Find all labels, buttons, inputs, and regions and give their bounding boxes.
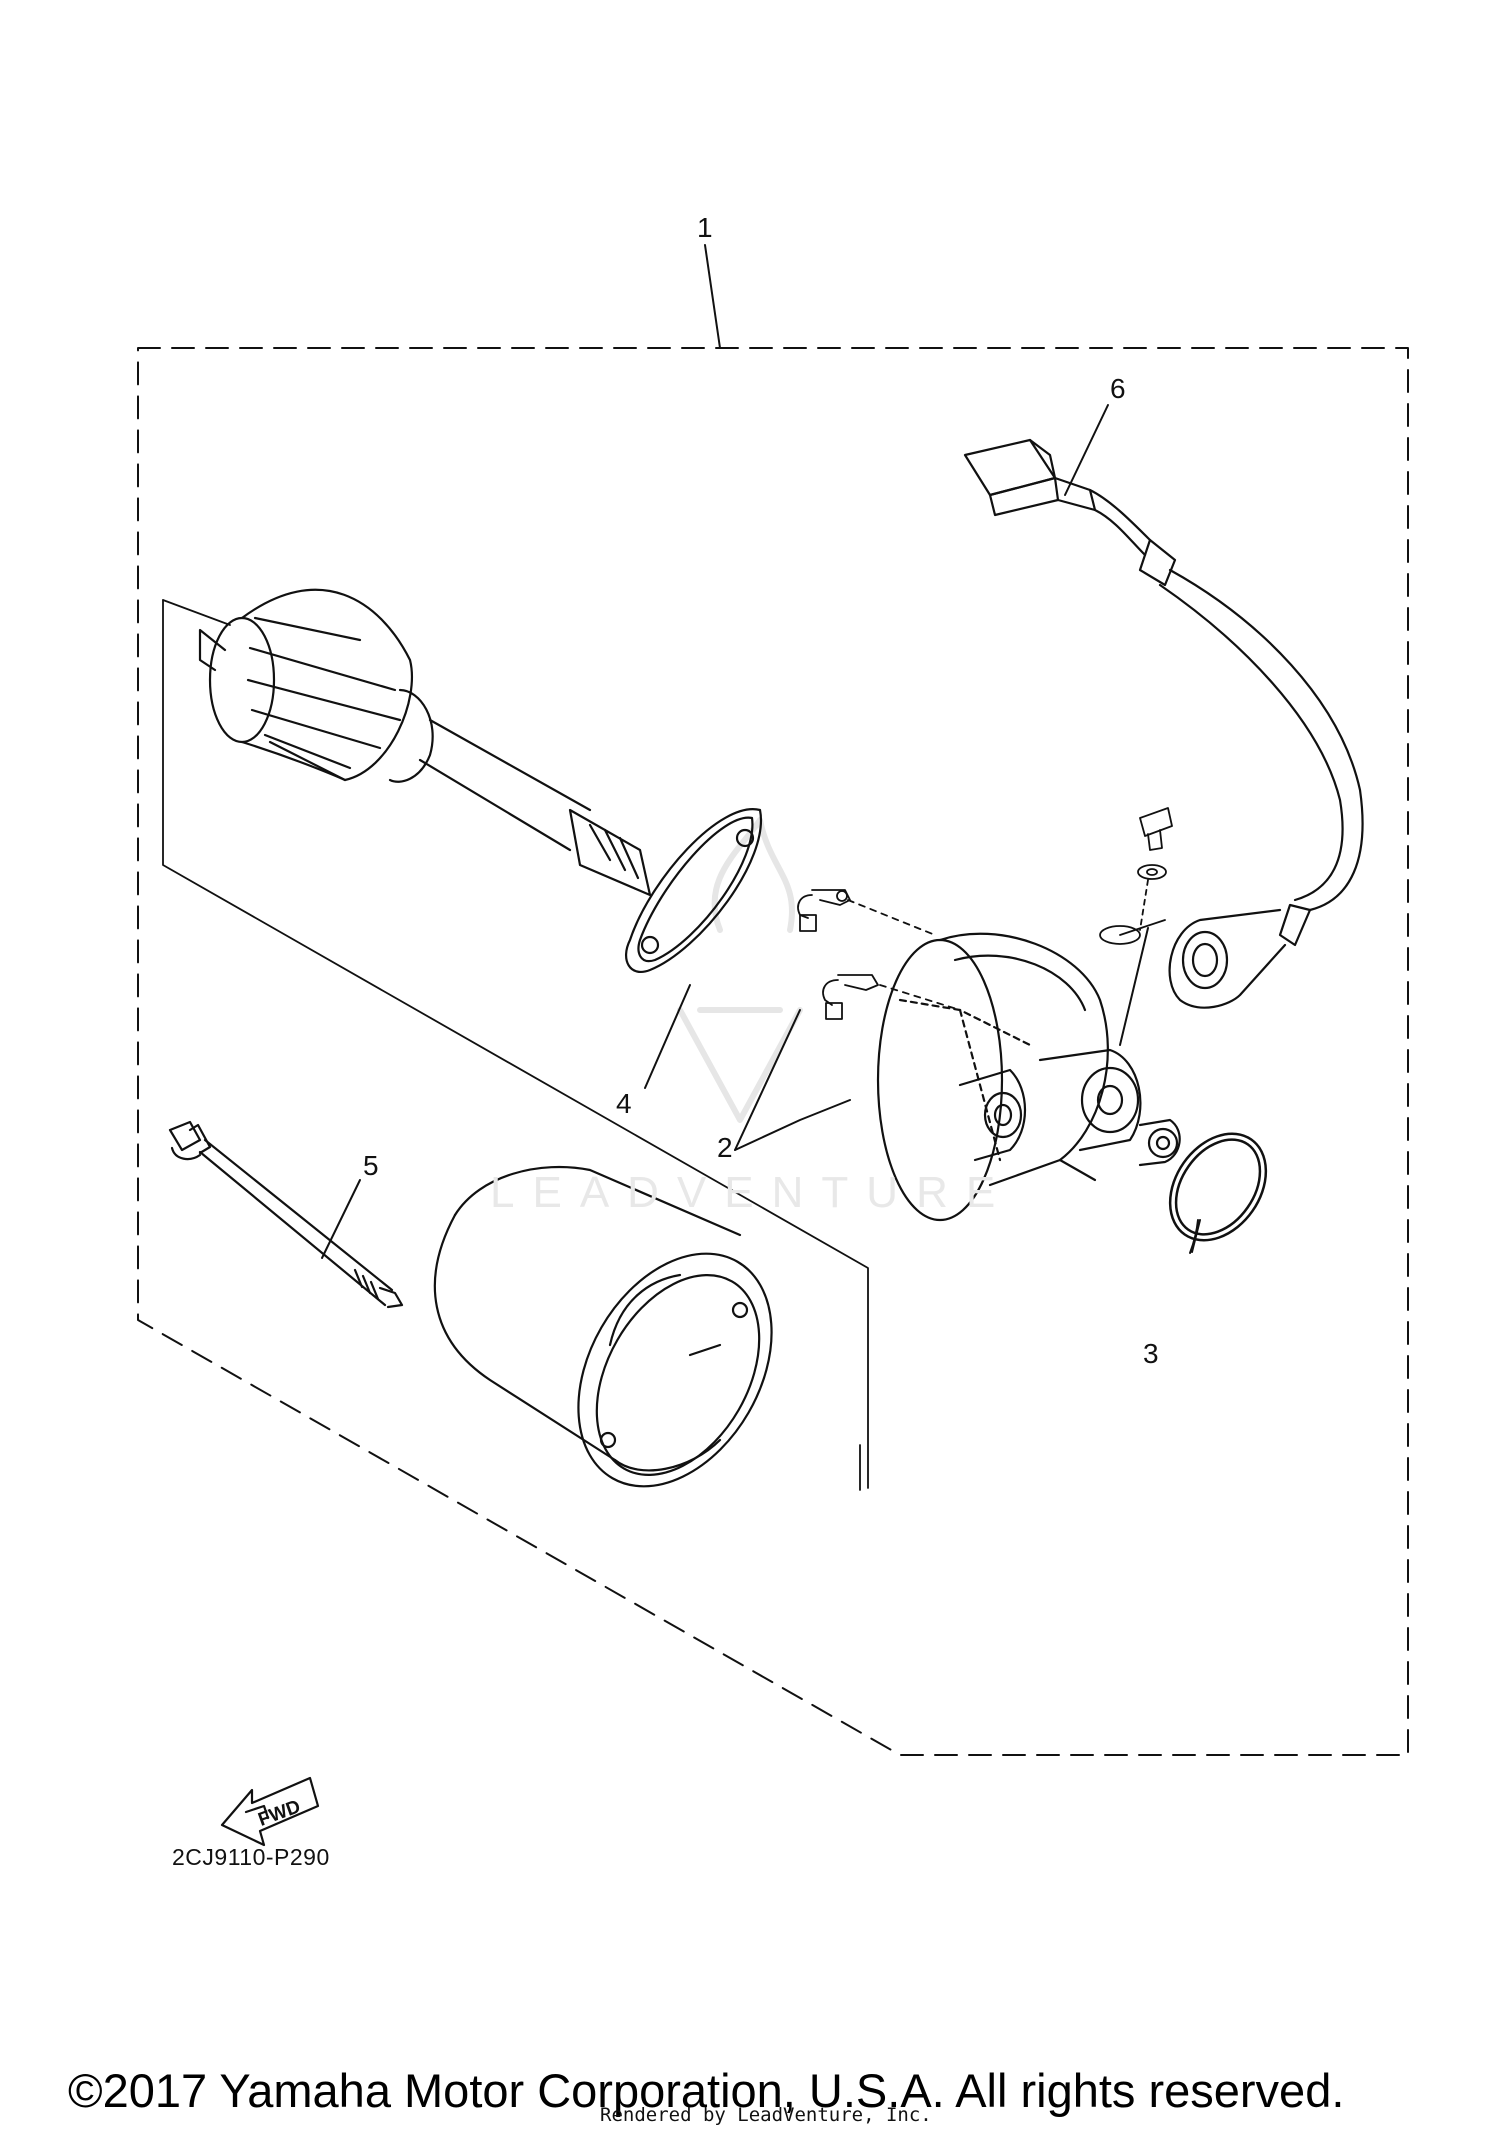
part-6-lead-wire [963,438,1364,1009]
part-5-bolt [168,1120,404,1309]
callout-5: 5 [363,1150,379,1181]
diagram-code: 2CJ9110-P290 [172,1844,330,1870]
watermark-text: LEADVENTURE [490,1168,1014,1217]
callout-6: 6 [1110,373,1126,404]
part-4-gasket [625,808,763,973]
copyright-notice: ©2017 Yamaha Motor Corporation, U.S.A. A… [68,2064,1345,2117]
fwd-arrow-icon [220,1776,320,1847]
part-2-brushes [797,889,961,1020]
end-housing [876,932,1181,1222]
armature [198,588,652,897]
yoke-housing [433,1165,773,1488]
rendered-by-notice: Rendered by LeadVenture, Inc. [600,2104,932,2126]
part-3-oring [1168,1132,1268,1242]
watermark-logo [677,817,803,1123]
callout-1: 1 [697,212,713,243]
callout-3: 3 [1143,1338,1159,1369]
assembly-boundary [137,347,1409,1756]
leader-lines [321,244,1201,1259]
armature-outline [162,599,869,1491]
callout-2: 2 [717,1132,733,1163]
callout-4: 4 [616,1088,632,1119]
terminal-screw [1099,807,1173,945]
